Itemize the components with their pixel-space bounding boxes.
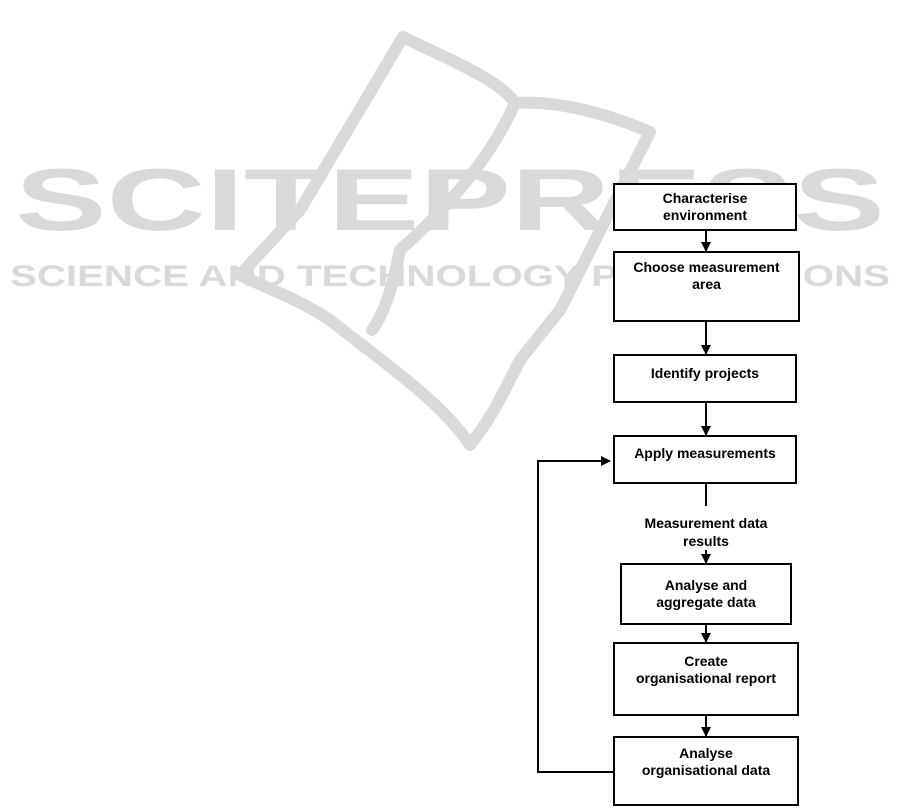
step-label: Analyse and aggregate data [656, 577, 756, 611]
step-analyse-aggregate-data: Analyse and aggregate data [620, 563, 792, 625]
step-label: Create organisational report [636, 653, 776, 687]
step-label: Choose measurement area [633, 259, 779, 293]
step-analyse-organisational-data: Analyse organisational data [613, 736, 799, 806]
step-choose-measurement-area: Choose measurement area [613, 251, 800, 322]
step-identify-projects: Identify projects [613, 354, 797, 403]
step-create-organisational-report: Create organisational report [613, 642, 799, 716]
step-label: Apply measurements [634, 445, 776, 462]
step-label: Characterise environment [663, 190, 748, 224]
edge-label-measurement-data-results: Measurement data results [616, 514, 796, 550]
step-label: Identify projects [651, 365, 759, 382]
step-apply-measurements: Apply measurements [613, 435, 797, 484]
feedback-loop-arrow [538, 461, 613, 772]
step-characterise-environment: Characterise environment [613, 183, 797, 231]
step-label: Analyse organisational data [642, 745, 770, 779]
